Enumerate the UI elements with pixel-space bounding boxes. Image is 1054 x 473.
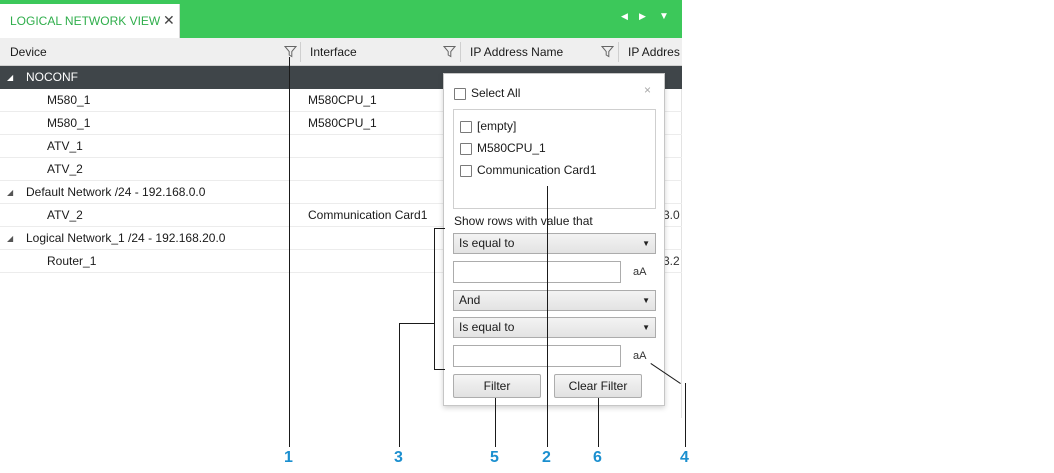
select-all-label: Select All [471, 86, 521, 100]
callout-number-3: 3 [394, 449, 403, 466]
value-checkbox-m580cpu[interactable]: M580CPU_1 [460, 141, 546, 155]
filter-button[interactable]: Filter [453, 374, 541, 398]
value-checkbox-communication-card[interactable]: Communication Card1 [460, 163, 596, 177]
callout-number-5: 5 [490, 449, 499, 466]
device-cell: ATV_2 [47, 208, 83, 222]
table-row-group[interactable]: ◢ Logical Network_1 /24 - 192.168.20.0 [0, 227, 682, 250]
tab-logical-network-view[interactable]: LOGICAL NETWORK VIEW ✕ [0, 4, 180, 38]
scroll-right-icon[interactable]: ▶ [639, 11, 646, 21]
callout-bracket [434, 228, 445, 229]
value-checkbox-empty[interactable]: [empty] [460, 119, 516, 133]
device-cell: ATV_1 [47, 139, 83, 153]
callout-number-2: 2 [542, 449, 551, 466]
table-row[interactable]: M580_1 M580CPU_1 [0, 112, 682, 135]
match-case-toggle[interactable]: aA [633, 350, 647, 362]
chevron-down-icon[interactable]: ▼ [659, 11, 669, 22]
table-row[interactable]: ATV_2 [0, 158, 682, 181]
logic-operator-select[interactable]: And ▼ [453, 290, 656, 311]
callout-line-3 [399, 323, 435, 324]
filter-value-input-2[interactable] [453, 345, 621, 367]
callout-bracket [434, 369, 445, 370]
filter-funnel-icon[interactable] [284, 45, 297, 58]
column-separator[interactable] [618, 42, 619, 62]
column-separator[interactable] [300, 42, 301, 62]
clear-filter-button[interactable]: Clear Filter [554, 374, 642, 398]
filter-value-input-1[interactable] [453, 261, 621, 283]
show-rows-label: Show rows with value that [454, 214, 593, 228]
callout-line-6 [598, 398, 599, 447]
condition-select-1[interactable]: Is equal to ▼ [453, 233, 656, 254]
match-case-toggle[interactable]: aA [633, 266, 647, 278]
value-label: M580CPU_1 [477, 141, 546, 155]
callout-number-1: 1 [284, 449, 293, 466]
group-label: Default Network /24 - 192.168.0.0 [26, 185, 206, 199]
device-cell: M580_1 [47, 93, 91, 107]
filter-value-list[interactable]: [empty] M580CPU_1 Communication Card1 [453, 109, 656, 209]
value-label: [empty] [477, 119, 517, 133]
device-cell: Router_1 [47, 254, 97, 268]
scroll-left-icon[interactable]: ◀ [621, 11, 628, 21]
collapse-arrow-icon[interactable]: ◢ [7, 188, 14, 197]
table-row-group[interactable]: ◢ Default Network /24 - 192.168.0.0 [0, 181, 682, 204]
callout-line-1 [289, 57, 290, 447]
table-row[interactable]: Router_1 3.2 [0, 250, 682, 273]
select-all-checkbox[interactable]: Select All [454, 86, 520, 100]
condition-value: Is equal to [459, 236, 515, 250]
interface-cell: M580CPU_1 [308, 93, 377, 107]
filter-popup: × Select All [empty] M580CPU_1 Communica… [443, 73, 665, 406]
checkbox-icon[interactable] [460, 120, 472, 133]
grid-header: Device Interface IP Address Name IP Addr… [0, 38, 682, 66]
dropdown-arrow-icon[interactable]: ▼ [642, 239, 650, 248]
table-row[interactable]: ATV_2 Communication Card1 3.0 [0, 204, 682, 227]
close-icon[interactable]: ✕ [163, 12, 175, 28]
column-header-interface[interactable]: Interface [310, 45, 357, 59]
device-cell: ATV_2 [47, 162, 83, 176]
column-header-ip-address-name[interactable]: IP Address Name [470, 45, 564, 59]
checkbox-icon[interactable] [460, 164, 472, 177]
column-separator[interactable] [460, 42, 461, 62]
checkbox-icon[interactable] [460, 142, 472, 155]
filter-funnel-icon[interactable] [443, 45, 456, 58]
table-row[interactable]: M580_1 M580CPU_1 [0, 89, 682, 112]
callout-line-5 [495, 398, 496, 447]
interface-cell: Communication Card1 [308, 208, 428, 222]
logic-value: And [459, 293, 481, 307]
tab-title: LOGICAL NETWORK VIEW [10, 14, 161, 28]
callout-line-2 [547, 186, 548, 447]
group-label: NOCONF [26, 70, 78, 84]
group-label: Logical Network_1 /24 - 192.168.20.0 [26, 231, 226, 245]
dropdown-arrow-icon[interactable]: ▼ [642, 296, 650, 305]
condition-select-2[interactable]: Is equal to ▼ [453, 317, 656, 338]
device-cell: M580_1 [47, 116, 91, 130]
callout-number-6: 6 [593, 449, 602, 466]
checkbox-icon[interactable] [454, 87, 466, 100]
condition-value: Is equal to [459, 320, 515, 334]
collapse-arrow-icon[interactable]: ◢ [7, 73, 14, 82]
callout-bracket [434, 228, 435, 370]
collapse-arrow-icon[interactable]: ◢ [7, 234, 14, 243]
table-row[interactable]: ATV_1 [0, 135, 682, 158]
ip-address-cell: 3.0 [663, 208, 680, 222]
interface-cell: M580CPU_1 [308, 116, 377, 130]
column-header-ip-address[interactable]: IP Addres [628, 45, 680, 59]
value-label: Communication Card1 [477, 163, 597, 177]
tab-bar: LOGICAL NETWORK VIEW ✕ ◀ ▶ ▼ [0, 0, 682, 38]
close-icon[interactable]: × [644, 83, 652, 97]
filter-funnel-icon[interactable] [601, 45, 614, 58]
callout-line-3 [399, 323, 400, 447]
column-header-device[interactable]: Device [10, 45, 47, 59]
callout-line-4 [685, 383, 686, 447]
ip-address-cell: 3.2 [663, 254, 680, 268]
callout-number-4: 4 [680, 449, 689, 466]
dropdown-arrow-icon[interactable]: ▼ [642, 323, 650, 332]
